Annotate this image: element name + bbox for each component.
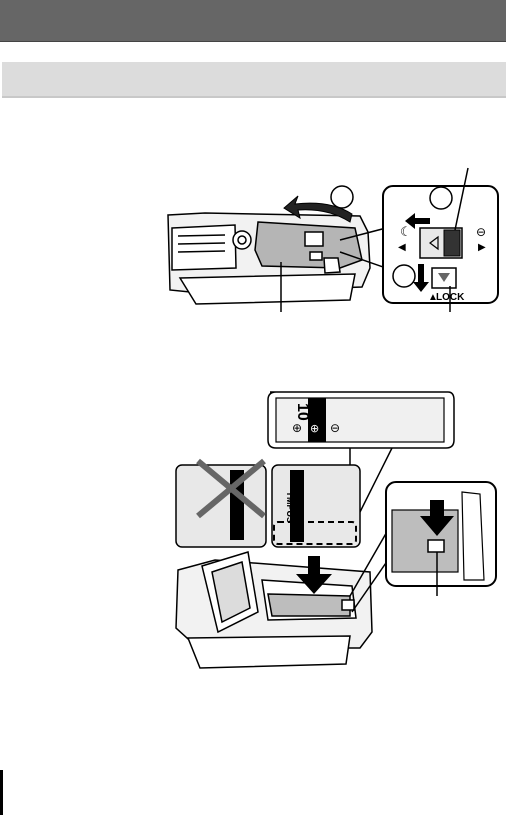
svg-text:⊖: ⊖ [330, 421, 340, 435]
correct-battery: YMPUS [272, 465, 360, 547]
battery-brand-text: YMPUS [285, 491, 295, 523]
battery-lock-detail-box [386, 482, 496, 586]
battery-mark-text: 10 [294, 403, 311, 421]
svg-text:⊕: ⊕ [292, 421, 302, 435]
wrong-battery [176, 461, 266, 547]
svg-text:⊕: ⊕ [310, 423, 319, 435]
camera-bottom-view-2 [176, 552, 372, 668]
